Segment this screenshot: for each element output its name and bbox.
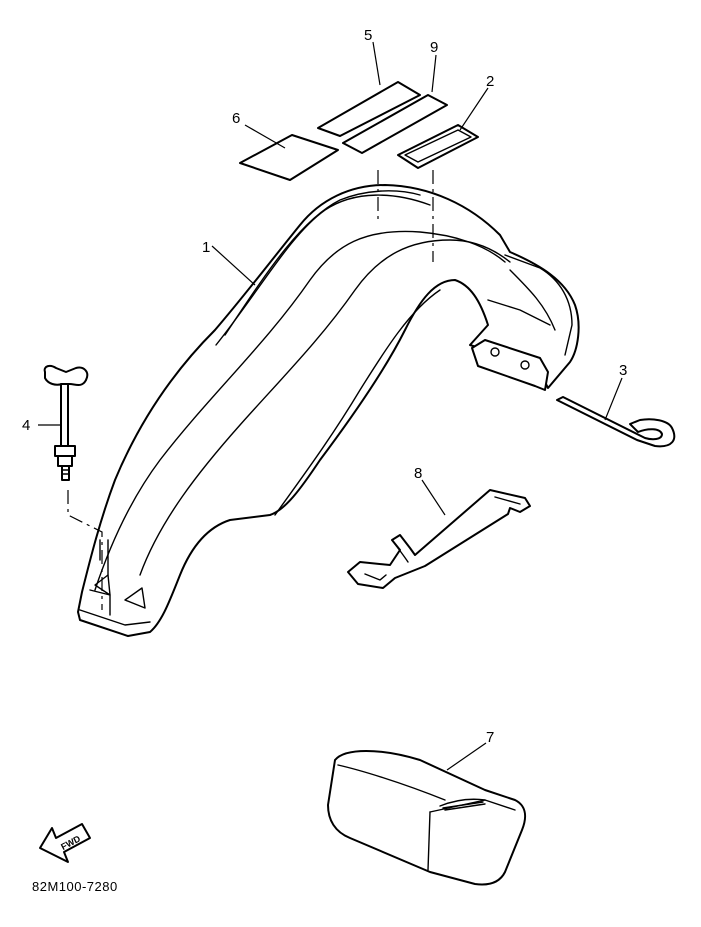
callout-4: 4 [22,417,30,434]
callout-7: 7 [486,729,494,746]
part-3-hook-rod [556,396,676,448]
callout-1: 1 [202,239,210,256]
callout-5: 5 [364,27,372,44]
assembly-centerlines [67,170,434,610]
callout-3: 3 [619,362,627,379]
diagram-part-code: 82M100-7280 [32,879,118,894]
part-9-decal [342,94,448,154]
part-1-fender [77,184,580,637]
callout-6: 6 [232,110,240,127]
leader-lines [38,41,623,771]
part-7-bag [327,750,527,886]
callout-labels: 1 2 3 4 5 6 7 8 9 [22,27,627,746]
callout-8: 8 [414,465,422,482]
callout-2: 2 [486,73,494,90]
part-8-strap [347,489,531,589]
part-5-decal [317,81,421,137]
fwd-arrow-icon: FWD [39,823,91,863]
part-2-decal [397,124,479,169]
callout-9: 9 [430,39,438,56]
part-6-decal [239,134,339,181]
part-4-wing-bolt [43,364,89,481]
